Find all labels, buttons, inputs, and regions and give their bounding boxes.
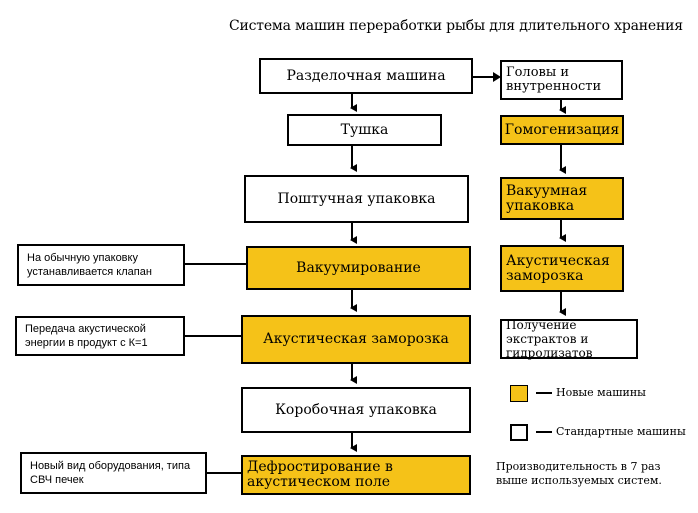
legend-swatch-standard xyxy=(510,424,528,441)
box-piece-packaging: Поштучная упаковка xyxy=(244,175,469,223)
arrowhead-main-to-side xyxy=(493,72,501,82)
legend-swatch-new xyxy=(510,385,528,402)
box-cutting-machine: Разделочная машина xyxy=(259,58,473,94)
legend-label-standard: Стандартные машины xyxy=(556,425,686,438)
box-homogenization: Гомогенизация xyxy=(500,115,624,145)
box-extracts-hydrolysates: Получение экстрактов и гидролизатов xyxy=(500,318,638,360)
note-new-equipment: Новый вид оборудования, типа СВЧ печек xyxy=(20,452,207,494)
performance-note: Производительность в 7 раз выше использу… xyxy=(496,460,662,487)
note-acoustic-energy: Передача акустической энергии в продукт … xyxy=(15,316,185,356)
legend-label-new: Новые машины xyxy=(556,386,646,399)
box-carcass: Тушка xyxy=(287,114,442,146)
box-acoustic-defrosting: Дефростирование в акустическом поле xyxy=(241,455,471,495)
box-vacuum-packaging: Вакуумная упаковка xyxy=(500,177,624,220)
box-acoustic-freezing: Акустическая заморозка xyxy=(241,315,471,364)
note-valve: На обычную упаковку устанавливается клап… xyxy=(17,244,185,286)
box-side-acoustic-freezing: Акустическая заморозка xyxy=(500,245,624,292)
box-vacuuming: Вакуумирование xyxy=(246,246,471,290)
box-carton-packaging: Коробочная упаковка xyxy=(241,387,471,433)
box-heads-and-innards: Головы и внутренности xyxy=(500,60,623,100)
diagram-title: Система машин переработки рыбы для длите… xyxy=(229,18,683,34)
